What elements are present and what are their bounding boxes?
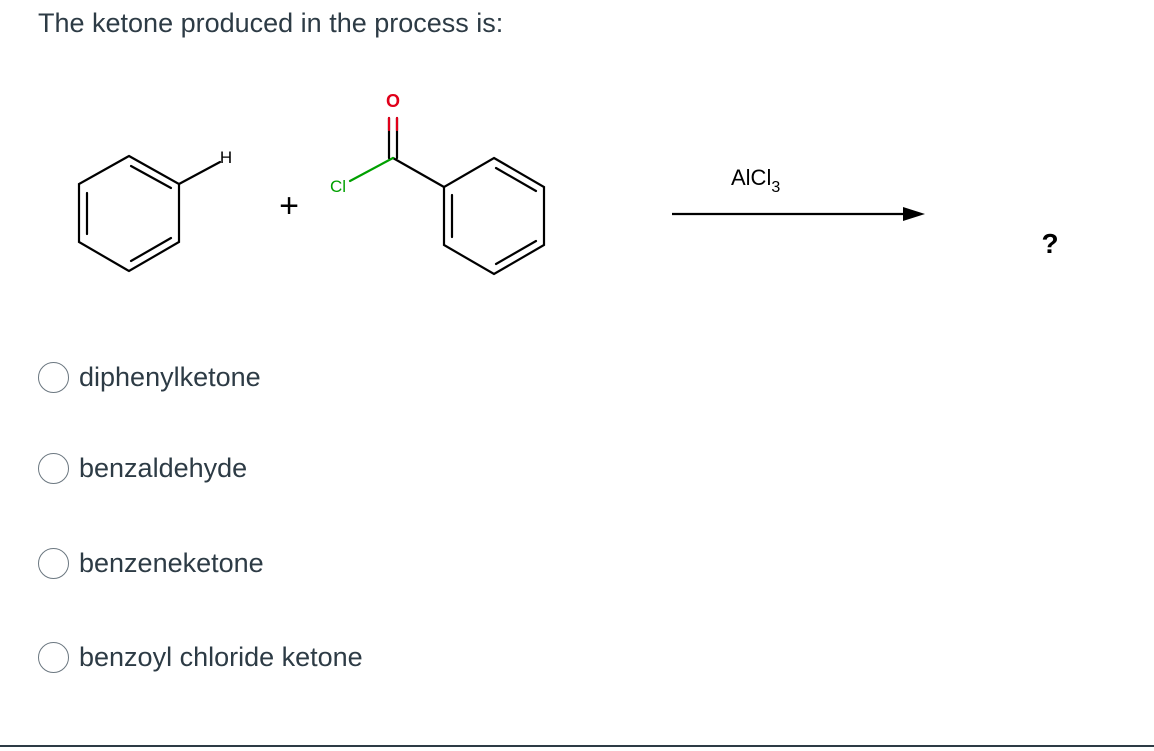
radio-button[interactable]	[38, 641, 69, 673]
chlorine-atom-label: Cl	[330, 177, 346, 196]
option-benzaldehyde[interactable]: benzaldehyde	[38, 446, 247, 490]
option-label: benzaldehyde	[79, 452, 248, 483]
option-label: diphenylketone	[79, 361, 261, 392]
question-prompt: The ketone produced in the process is:	[38, 8, 504, 38]
product-unknown: ?	[1041, 228, 1058, 259]
benzoyl-chloride-molecule	[348, 116, 546, 276]
option-label: benzeneketone	[79, 547, 264, 578]
reaction-arrow	[672, 207, 925, 221]
benzene-molecule	[77, 154, 222, 273]
bottom-divider	[0, 745, 1154, 747]
radio-button[interactable]	[38, 547, 69, 579]
hydrogen-atom-label: H	[220, 148, 232, 167]
radio-button[interactable]	[38, 452, 69, 484]
radio-button[interactable]	[38, 361, 69, 393]
reagent-subscript: 3	[771, 179, 780, 196]
reagent-main: AlCl	[731, 165, 771, 190]
oxygen-atom-label: O	[386, 91, 400, 111]
reaction-scheme: H + O Cl AlCl3 ?	[77, 91, 1059, 276]
option-benzoyl-chloride-ketone[interactable]: benzoyl chloride ketone	[38, 635, 363, 679]
option-diphenylketone[interactable]: diphenylketone	[38, 355, 261, 399]
reagent-label: AlCl3	[731, 165, 780, 196]
plus-sign: +	[279, 187, 299, 225]
option-label: benzoyl chloride ketone	[79, 641, 363, 672]
option-benzeneketone[interactable]: benzeneketone	[38, 541, 264, 585]
